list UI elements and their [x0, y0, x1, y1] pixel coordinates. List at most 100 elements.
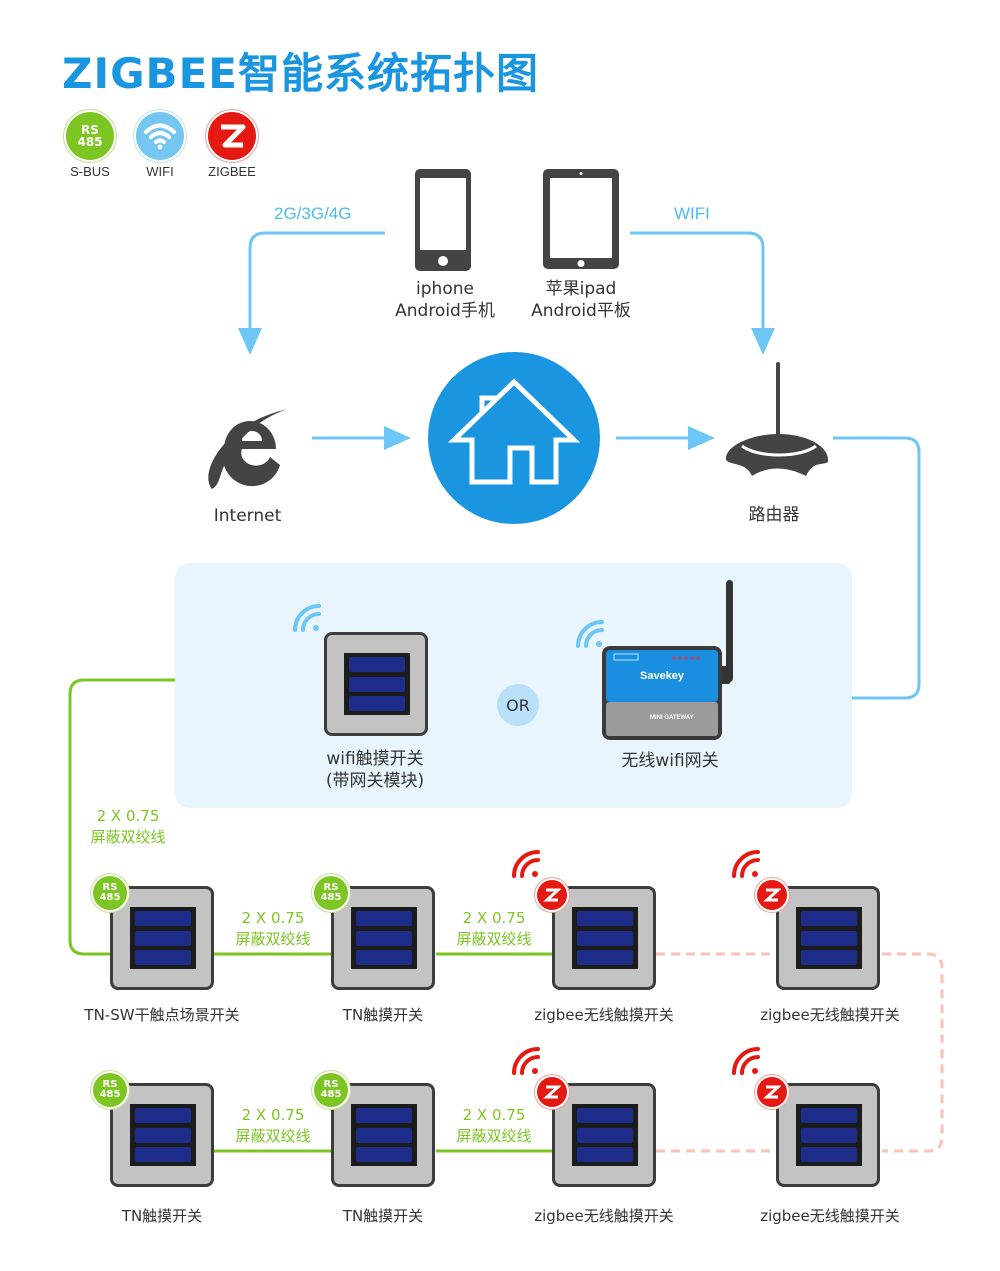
switch-key — [356, 950, 412, 965]
switch-key — [135, 911, 191, 926]
page-title: ZIGBEE智能系统拓扑图 — [62, 49, 539, 98]
cellular-label: 2G/3G/4G — [274, 204, 352, 223]
wifi-link-line — [630, 231, 775, 355]
switch-screen — [351, 907, 417, 969]
switch-screen — [351, 1104, 417, 1166]
zigbee-badge — [757, 1077, 787, 1107]
switch-key — [135, 1108, 191, 1123]
zigbee-signal-icon — [510, 850, 542, 880]
wifi-signal-icon — [291, 604, 323, 634]
text-line: RS — [102, 882, 118, 893]
switch-key — [577, 930, 633, 946]
zigbee-icon — [208, 112, 256, 160]
legend-label: ZIGBEE — [208, 164, 256, 179]
router-label: 路由器 — [748, 505, 800, 525]
switch-key — [801, 911, 857, 926]
switch-screen — [796, 907, 862, 969]
rs485-bus-line — [68, 678, 175, 956]
text-line: 2 X 0.75 — [96, 807, 160, 825]
switch-key — [801, 950, 857, 965]
switch-key — [356, 1147, 412, 1162]
router-icon — [722, 362, 832, 480]
text-line: RS — [323, 882, 339, 893]
gateway-model: MINI GATEWAY — [650, 715, 694, 721]
row1-switch-1-label: TN-SW干触点场景开关 — [84, 1006, 240, 1024]
row1-switch-1 — [110, 886, 214, 990]
text-line: 屏蔽双绞线 — [90, 828, 166, 846]
wifi-touch-switch — [324, 632, 428, 736]
cable-label: 2 X 0.75 屏蔽双绞线 — [80, 806, 176, 848]
legend-wifi: WIFI — [130, 112, 190, 179]
cellular-link-line — [238, 231, 385, 355]
mini-gateway: Savekey MINI GATEWAY — [600, 578, 744, 742]
text-line: RS — [323, 1079, 339, 1090]
wifi-label: WIFI — [674, 204, 710, 223]
switch-key — [801, 930, 857, 946]
switch-key — [577, 1108, 633, 1123]
row1-switch-3-label: zigbee无线触摸开关 — [534, 1006, 674, 1024]
row1-switch-4 — [776, 886, 880, 990]
row2-switch-4 — [776, 1083, 880, 1187]
tablet-label: 苹果ipad Android平板 — [506, 278, 656, 322]
row2-switch-1 — [110, 1083, 214, 1187]
switch-key — [349, 696, 405, 711]
text-line: 485 — [99, 892, 121, 903]
switch-screen — [796, 1104, 862, 1166]
switch-key — [356, 911, 412, 926]
text-line: 屏蔽双绞线 — [235, 1127, 311, 1145]
legend-label: S-BUS — [70, 164, 110, 179]
internet-label: Internet — [213, 506, 282, 526]
zigbee-signal-icon — [730, 1047, 762, 1077]
zigbee-badge — [537, 880, 567, 910]
text-line: 485 — [77, 135, 103, 149]
switch-key — [135, 950, 191, 965]
switch-key — [356, 1108, 412, 1123]
text-line: 2 X 0.75 — [462, 909, 526, 927]
zigbee-mesh-right — [882, 952, 944, 1153]
text-line: 485 — [320, 892, 342, 903]
legend-label: WIFI — [146, 164, 174, 179]
text-line: (带网关模块) — [325, 771, 425, 791]
gateway-brand: Savekey — [640, 670, 685, 682]
switch-key — [349, 676, 405, 692]
gateway-label: 无线wifi网关 — [621, 751, 719, 771]
wifi-icon — [136, 112, 184, 160]
legend-sbus: RS 485 S-BUS — [60, 112, 120, 179]
text-line: 苹果ipad — [545, 279, 617, 299]
switch-key — [356, 1127, 412, 1143]
smart-home-hub — [428, 352, 600, 524]
switch-key — [801, 1147, 857, 1162]
or-badge: OR — [497, 684, 539, 726]
text-line: 2 X 0.75 — [241, 909, 305, 927]
home-icon — [447, 378, 581, 485]
switch-key — [356, 930, 412, 946]
switch-key — [135, 1147, 191, 1162]
wifi-signal-icon — [574, 620, 606, 650]
legend-zigbee: ZIGBEE — [202, 112, 262, 179]
zigbee-signal-icon — [730, 850, 762, 880]
text-line: Android平板 — [531, 301, 631, 321]
switch-key — [349, 657, 405, 672]
cable-label: 2 X 0.75 屏蔽双绞线 — [446, 908, 542, 950]
text-line: RS — [81, 123, 99, 137]
zigbee-badge — [537, 1077, 567, 1107]
switch-screen — [130, 907, 196, 969]
text-line: iphone — [416, 279, 474, 299]
row2-switch-2 — [331, 1083, 435, 1187]
cable-label: 2 X 0.75 屏蔽双绞线 — [225, 1105, 321, 1147]
switch-key — [801, 1108, 857, 1123]
rs485-icon: RS 485 — [66, 112, 114, 160]
text-line: 2 X 0.75 — [241, 1106, 305, 1124]
text-line: 485 — [320, 1089, 342, 1100]
row2-switch-3-label: zigbee无线触摸开关 — [534, 1207, 674, 1225]
zigbee-badge — [757, 880, 787, 910]
switch-screen — [572, 907, 638, 969]
text-line: 屏蔽双绞线 — [456, 930, 532, 948]
tablet-icon — [542, 168, 620, 272]
